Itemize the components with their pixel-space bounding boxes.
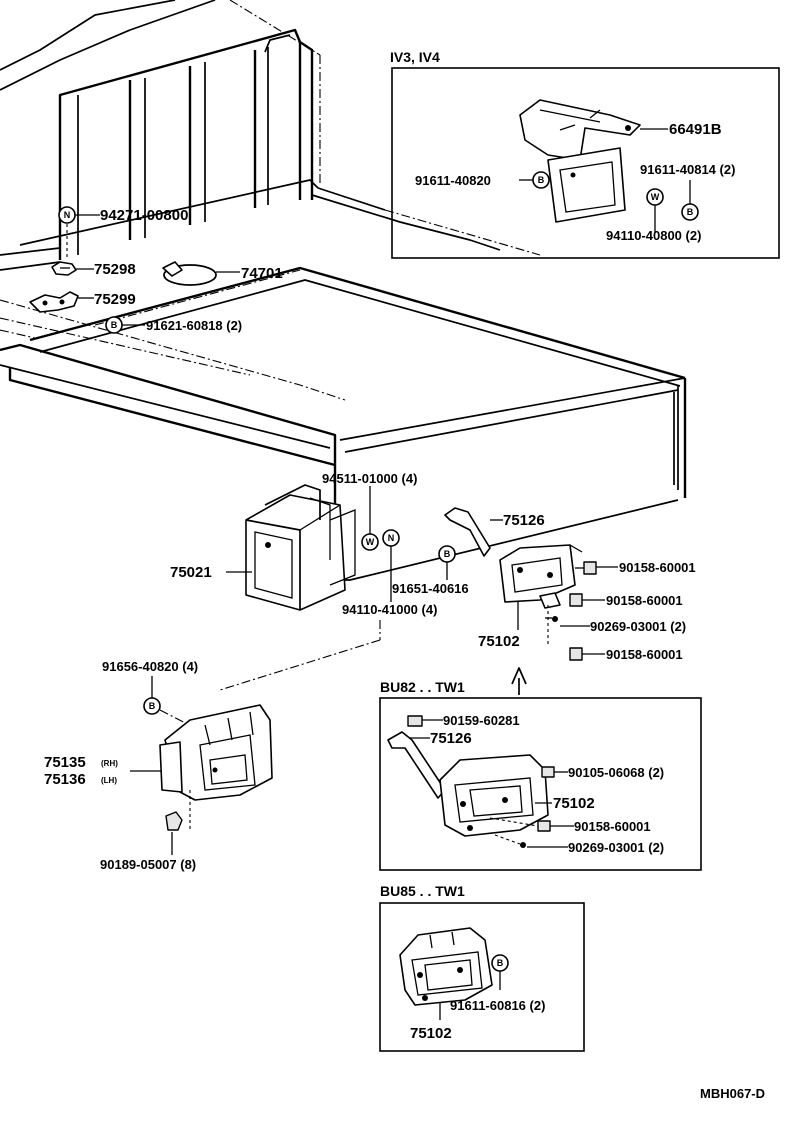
label-91621-60818: 91621-60818 (2)	[146, 318, 242, 333]
label-b82-90105-06068: 90105-06068 (2)	[568, 765, 664, 780]
label-b82-75102: 75102	[553, 795, 595, 812]
label-75102: 75102	[478, 633, 520, 650]
label-94110-40800: 94110-40800 (2)	[606, 228, 701, 243]
label-66491b: 66491B	[669, 121, 722, 138]
label-75135: 75135	[44, 754, 86, 771]
label-90269-03001: 90269-03001 (2)	[590, 619, 686, 634]
symbol-b: B	[687, 207, 694, 217]
label-b85-75102: 75102	[410, 1025, 452, 1042]
washer-94511: 94511-01000 (4) W	[322, 471, 417, 551]
symbol-n: N	[388, 533, 395, 543]
label-75298: 75298	[94, 261, 136, 278]
label-90158-60001-b: 90158-60001	[606, 593, 683, 608]
symbol-n: N	[64, 210, 71, 220]
label-91651-40616: 91651-40616	[392, 581, 469, 596]
bolts-90158: 90158-60001 90158-60001 90269-03001 (2) …	[539, 560, 696, 662]
clip-75298: 75298	[51, 261, 136, 278]
label-75126: 75126	[503, 512, 545, 529]
label-94110-41000: 94110-41000 (4)	[342, 602, 437, 617]
label-91611-40820: 91611-40820	[415, 173, 491, 188]
diagram-code: MBH067-D	[700, 1086, 765, 1101]
label-90189-05007: 90189-05007 (8)	[100, 857, 196, 872]
label-75299: 75299	[94, 291, 136, 308]
inset-bu85-title: BU85 . . TW1	[380, 883, 465, 899]
label-91611-40814: 91611-40814 (2)	[640, 162, 735, 177]
symbol-b: B	[444, 549, 451, 559]
inset-iv-title: IV3, IV4	[390, 49, 440, 65]
label-b85-91611-60816: 91611-60816 (2)	[450, 998, 545, 1013]
label-75136: 75136	[44, 771, 86, 788]
inset-iv: IV3, IV4 66491B B 91611-40820 W 94110-40…	[390, 49, 780, 259]
symbol-w: W	[651, 192, 660, 202]
nut-94271: N 94271-00800	[58, 206, 188, 260]
bolt-91656: 91656-40820 (4) B	[102, 659, 198, 729]
latch-75102: 75102	[478, 544, 583, 650]
nut-94110: N 94110-41000 (4)	[219, 529, 437, 691]
label-b82-90158-60001: 90158-60001	[574, 819, 651, 834]
label-90158-60001-a: 90158-60001	[619, 560, 696, 575]
bolt-91651: B 91651-40616	[392, 545, 469, 596]
inset-bu85: BU85 . . TW1 B 91611-60816 (2) 75102	[379, 883, 585, 1052]
label-75136-side: (LH)	[101, 776, 117, 785]
strap-74701: 74701	[162, 261, 283, 286]
inset-bu82: BU82 . . TW1 90159-60281 75126 75102 901…	[379, 679, 702, 871]
label-94271-00800: 94271-00800	[100, 207, 188, 224]
symbol-w: W	[366, 537, 375, 547]
arrow-up-icon	[511, 667, 527, 695]
label-90158-60001-c: 90158-60001	[606, 647, 683, 662]
symbol-b: B	[149, 701, 156, 711]
label-75021: 75021	[170, 564, 212, 581]
symbol-b: B	[538, 175, 545, 185]
label-b82-75126: 75126	[430, 730, 472, 747]
truck-bed	[0, 0, 687, 581]
bracket-75135: 75135 (RH) 75136 (LH)	[44, 704, 273, 801]
label-94511-01000: 94511-01000 (4)	[322, 471, 417, 486]
label-74701: 74701	[241, 265, 283, 282]
bolt-91621: B 91621-60818 (2)	[105, 316, 242, 334]
symbol-b: B	[111, 320, 118, 330]
nut-90189: 90189-05007 (8)	[100, 790, 196, 872]
rod-75126: 75126	[444, 507, 545, 557]
label-b82-90269-03001: 90269-03001 (2)	[568, 840, 664, 855]
label-75135-side: (RH)	[101, 759, 118, 768]
inset-bu82-title: BU82 . . TW1	[380, 679, 465, 695]
symbol-b: B	[497, 958, 504, 968]
label-91656-40820: 91656-40820 (4)	[102, 659, 198, 674]
hook-75299: 75299	[29, 291, 136, 313]
box-75021: 75021	[170, 484, 356, 611]
label-b82-90159-60281: 90159-60281	[443, 713, 520, 728]
